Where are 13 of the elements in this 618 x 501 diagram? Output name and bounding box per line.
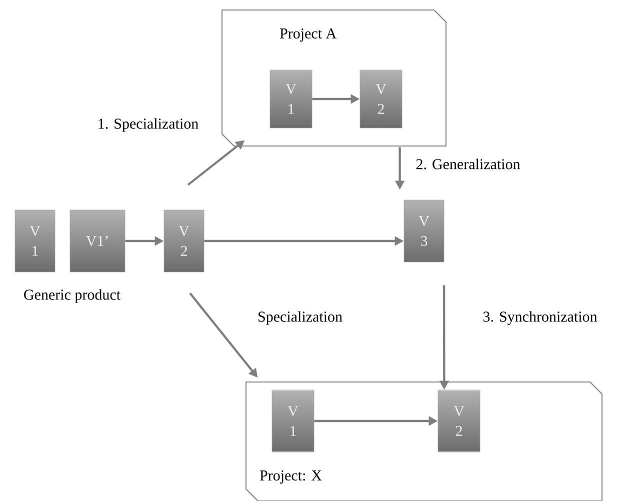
version-box: V 3 <box>404 200 444 262</box>
version-box: V 1 <box>270 70 312 128</box>
version-box: V 1 <box>272 390 314 452</box>
version-box: V 2 <box>360 70 402 128</box>
version-box: V 1 <box>14 210 56 272</box>
version-box: V 2 <box>438 390 480 452</box>
edge-label: 2. Generalization <box>414 158 522 170</box>
edge-label: 1. Specialization <box>96 117 200 133</box>
group-label: Generic product <box>24 289 120 303</box>
version-box: V 2 <box>164 210 204 272</box>
edge-label: Specialization <box>256 310 344 326</box>
version-box: V1’ <box>70 210 126 272</box>
edge-label: 3. Synchronization <box>482 310 598 326</box>
